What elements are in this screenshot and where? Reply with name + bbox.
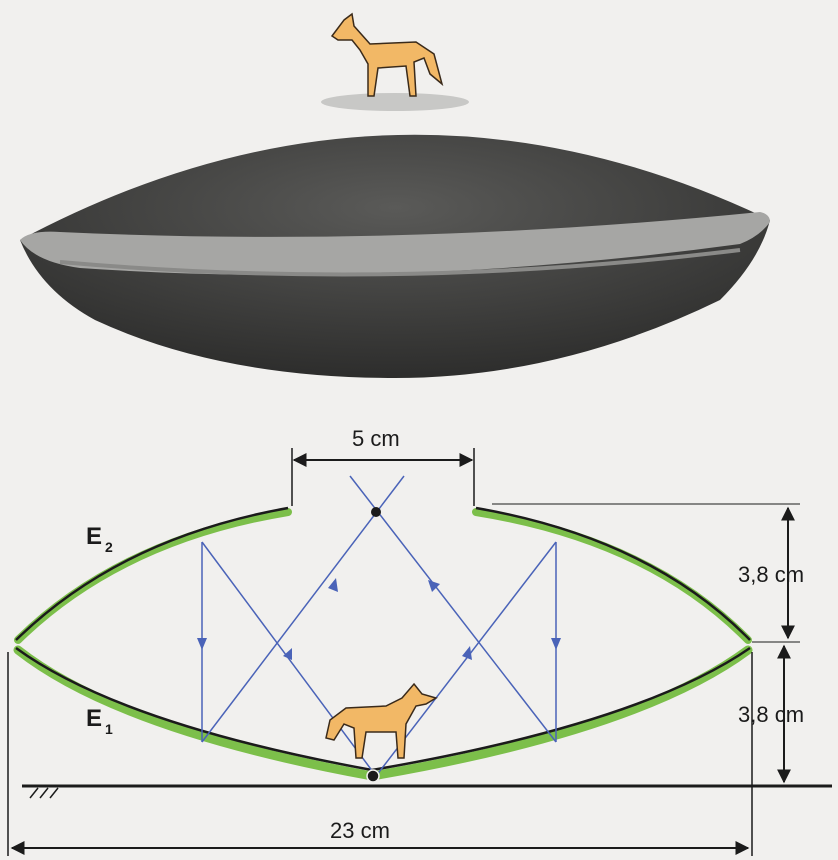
device-band: [20, 212, 770, 276]
upper-mirror-subscript: 2: [105, 539, 113, 555]
lower-mirror-subscript: 1: [105, 721, 113, 737]
total-width-label: 23 cm: [330, 818, 390, 843]
lower-height-label: 3,8 cm: [738, 702, 804, 727]
top-opening: [321, 93, 469, 111]
ray: [201, 475, 405, 743]
ray-arrow: [197, 638, 207, 650]
ray: [201, 541, 377, 777]
fox-image-icon: [330, 12, 444, 97]
lower-focus-point: [366, 769, 380, 783]
light-rays: [197, 475, 561, 777]
ray-arrow: [462, 646, 472, 660]
top-width-label: 5 cm: [352, 426, 400, 451]
upper-height-label: 3,8 cm: [738, 562, 804, 587]
ray-arrow: [283, 648, 292, 660]
upper-mirror-left: [14, 508, 292, 644]
ray-arrow: [551, 638, 561, 650]
upper-focus-point: [371, 507, 381, 517]
ray-arrow: [328, 578, 338, 592]
upper-mirror-label: E: [86, 523, 102, 550]
ground-hatch: [29, 787, 59, 799]
cross-section-diagram: 5 cm 3,8 cm 3,8 cm 23 cm E 2 E 1: [7, 426, 832, 856]
ray: [375, 541, 557, 777]
device-3d: [20, 12, 770, 378]
lower-mirror-label: E: [86, 705, 102, 732]
upper-mirror-right: [472, 508, 752, 644]
fox-object-icon: [325, 682, 438, 759]
ray-arrow: [428, 580, 440, 592]
ray: [349, 475, 557, 743]
